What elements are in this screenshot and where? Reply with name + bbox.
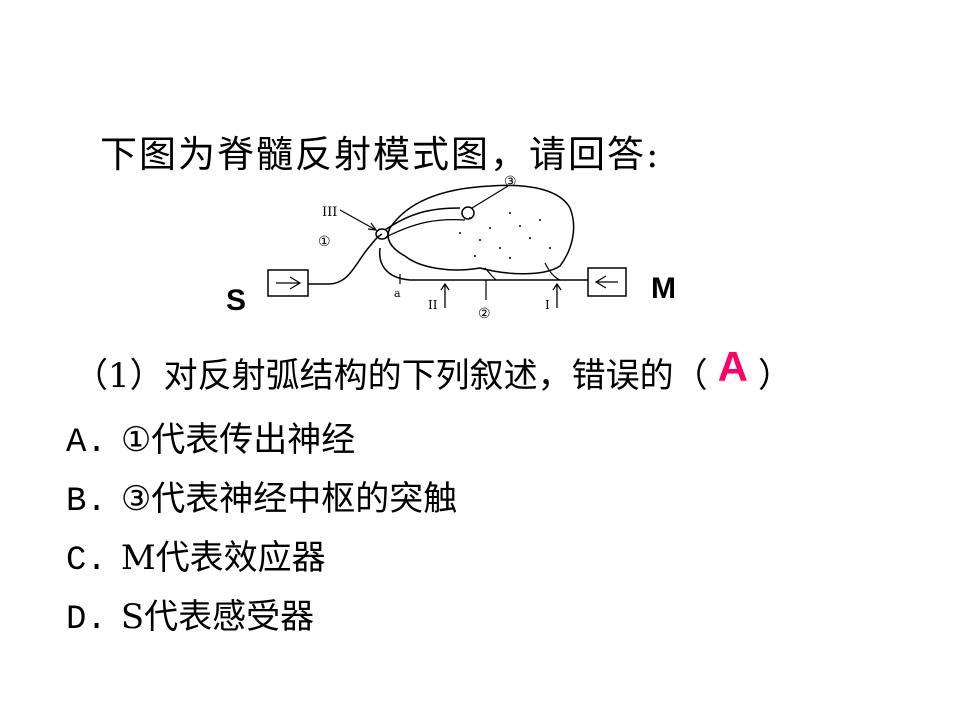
marker-2: ② [478, 306, 491, 322]
dorsal-root [384, 207, 461, 231]
option-text: ①代表传出神经 [120, 420, 356, 460]
option-letter: D. [66, 601, 107, 639]
ventral-root [484, 267, 497, 281]
effector-symbol [594, 275, 618, 289]
marker-III: III [322, 205, 337, 220]
receptor-box [267, 269, 309, 297]
marker-II: II [428, 298, 438, 312]
question-close: ） [757, 356, 792, 396]
option-letter: C. [66, 542, 107, 580]
ventral-root-2 [544, 262, 561, 281]
option-c[interactable]: C. M代表效应器 [66, 530, 326, 580]
marker-3: ③ [504, 174, 517, 190]
efferent-nerve [378, 247, 588, 281]
option-b[interactable]: B. ③代表神经中枢的突触 [66, 471, 457, 521]
option-text: M代表效应器 [120, 538, 326, 578]
effector-label-m: M [651, 272, 676, 305]
dorsal-root-inner [387, 218, 466, 237]
spinal-cord-outline [387, 184, 575, 275]
synapse-3 [461, 206, 475, 220]
pointer-3 [471, 185, 509, 209]
afferent-nerve [308, 233, 383, 285]
page-title: 下图为脊髓反射模式图，请回答: [100, 133, 661, 176]
question-text: （1）对反射弧结构的下列叙述，错误的（ [74, 356, 708, 396]
option-d[interactable]: D. S代表感受器 [66, 589, 314, 639]
marker-a: a [394, 287, 401, 300]
arrow-III [339, 209, 378, 231]
receptor-label-s: S [226, 284, 247, 317]
option-text: ③代表神经中枢的突触 [120, 479, 458, 519]
effector-box [587, 267, 627, 297]
option-letter: B. [66, 483, 107, 521]
arrow-I [552, 282, 562, 308]
ganglion [375, 228, 389, 240]
answer-mark: A [717, 343, 748, 390]
option-text: S代表感受器 [120, 597, 315, 637]
spinal-reflex-diagram: III ① ③ a II I ② [267, 174, 627, 322]
marker-1: ① [318, 234, 331, 250]
gray-matter [459, 212, 551, 259]
option-a[interactable]: A. ①代表传出神经 [66, 412, 355, 462]
marker-I: I [545, 298, 550, 312]
option-letter: A. [66, 424, 107, 462]
question-1: （1）对反射弧结构的下列叙述，错误的（A） [74, 343, 792, 397]
receptor-symbol [276, 276, 302, 290]
arrow-II [440, 282, 450, 308]
